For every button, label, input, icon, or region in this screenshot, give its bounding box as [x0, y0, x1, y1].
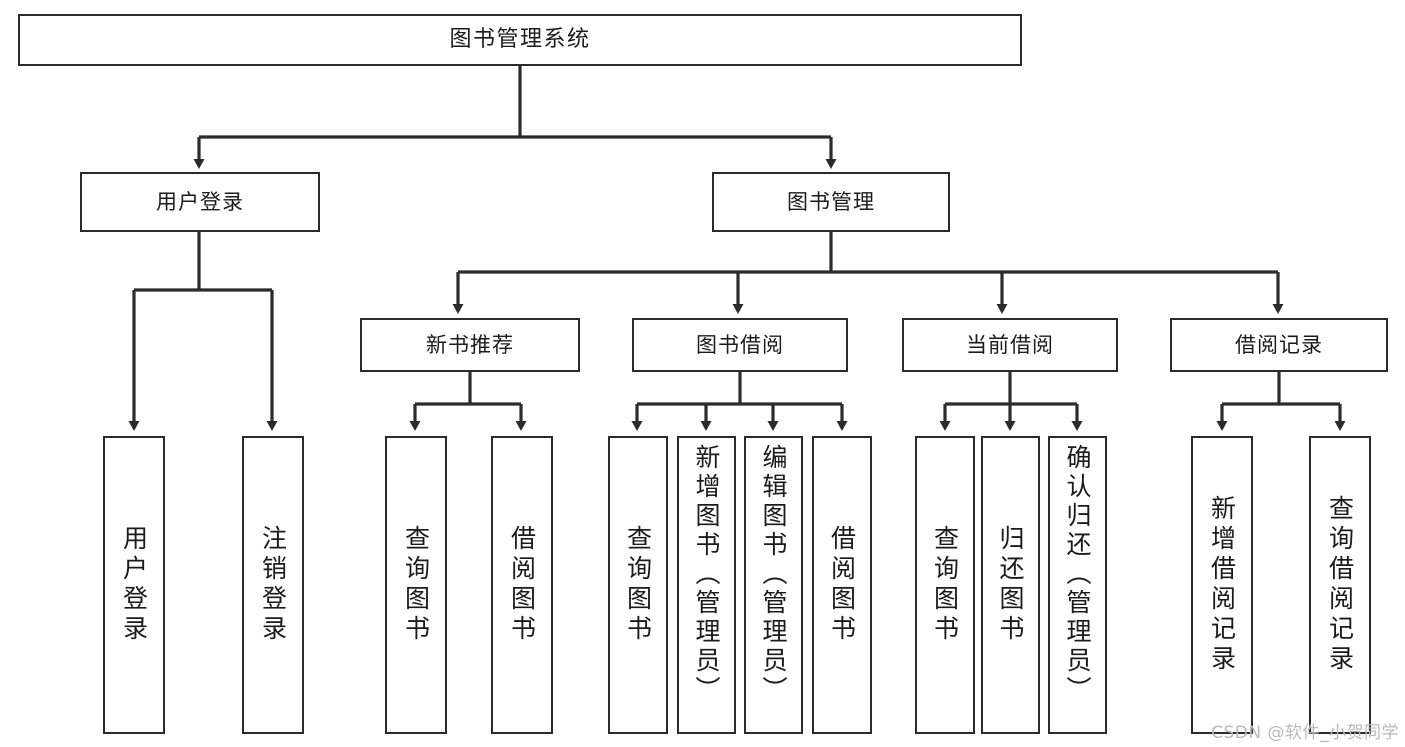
leaf-user-login[interactable]: 用户登录	[103, 436, 165, 734]
node-label: 借阅记录	[1235, 332, 1323, 357]
leaf-add-borrow-record[interactable]: 新增借阅记录	[1191, 436, 1253, 734]
node-label: 新增图书（管理员）	[692, 444, 721, 705]
leaf-query-book-borrow[interactable]: 查询图书	[608, 436, 668, 734]
node-book-manage[interactable]: 图书管理	[712, 172, 950, 232]
node-label: 用户登录	[156, 189, 244, 214]
leaf-confirm-return-admin[interactable]: 确认归还（管理员）	[1048, 436, 1107, 734]
leaf-query-book-recommend[interactable]: 查询图书	[385, 436, 447, 734]
node-label: 查询借阅记录	[1325, 495, 1355, 675]
leaf-add-book-admin[interactable]: 新增图书（管理员）	[677, 436, 736, 734]
leaf-edit-book-admin[interactable]: 编辑图书（管理员）	[744, 436, 803, 734]
node-label: 注销登录	[258, 525, 288, 645]
node-label: 归还图书	[996, 525, 1025, 645]
node-label: 借阅图书	[827, 525, 857, 645]
node-new-book-recommend[interactable]: 新书推荐	[360, 318, 580, 372]
node-user-login[interactable]: 用户登录	[80, 172, 320, 232]
node-label: 当前借阅	[966, 332, 1054, 357]
watermark: CSDN @软件_小贺同学	[1211, 723, 1399, 743]
node-borrow-record[interactable]: 借阅记录	[1170, 318, 1388, 372]
node-label: 确认归还（管理员）	[1063, 444, 1092, 705]
node-label: 借阅图书	[507, 525, 537, 645]
node-label: 新书推荐	[426, 332, 514, 357]
node-book-borrow[interactable]: 图书借阅	[632, 318, 848, 372]
node-label: 查询图书	[930, 525, 960, 645]
node-root-book-management-system[interactable]: 图书管理系统	[18, 14, 1022, 66]
leaf-query-book-current[interactable]: 查询图书	[915, 436, 975, 734]
node-label: 用户登录	[119, 525, 149, 645]
leaf-logout[interactable]: 注销登录	[242, 436, 304, 734]
leaf-return-book[interactable]: 归还图书	[981, 436, 1040, 734]
node-label: 查询图书	[401, 525, 431, 645]
leaf-query-borrow-record[interactable]: 查询借阅记录	[1309, 436, 1371, 734]
leaf-borrow-book[interactable]: 借阅图书	[812, 436, 872, 734]
node-label: 图书管理	[787, 189, 875, 214]
node-current-borrow[interactable]: 当前借阅	[902, 318, 1118, 372]
leaf-borrow-book-recommend[interactable]: 借阅图书	[491, 436, 553, 734]
node-label: 查询图书	[623, 525, 653, 645]
node-label: 图书借阅	[696, 332, 784, 357]
node-label: 编辑图书（管理员）	[759, 444, 788, 705]
node-label: 新增借阅记录	[1207, 495, 1237, 675]
node-label: 图书管理系统	[449, 27, 591, 53]
